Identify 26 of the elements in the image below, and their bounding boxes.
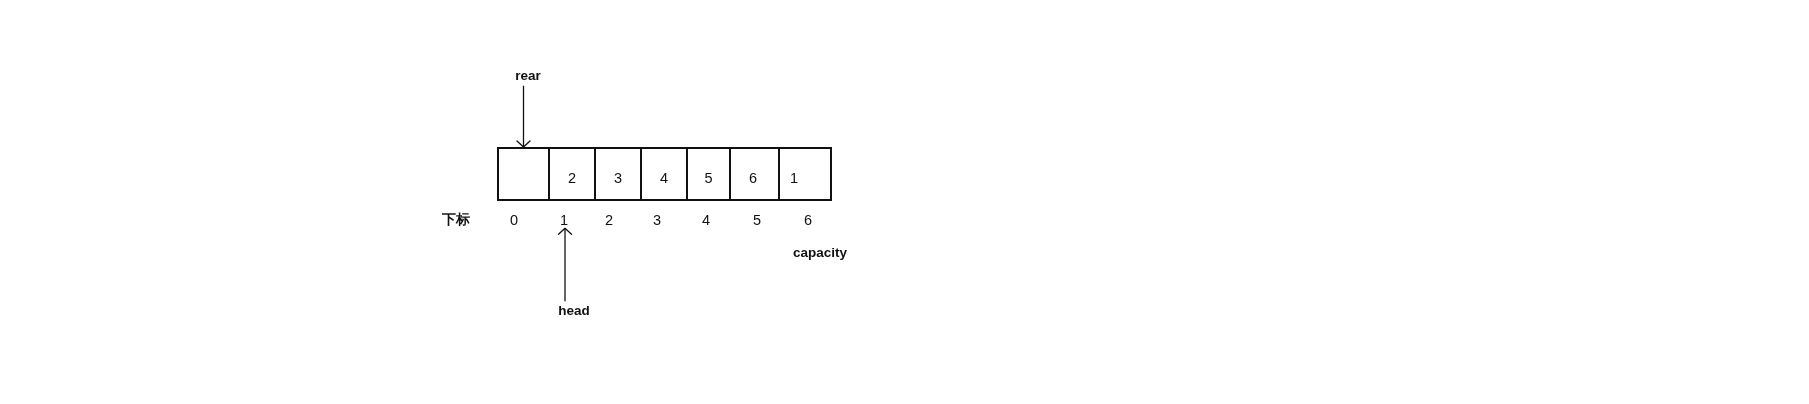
array-cell	[497, 147, 550, 201]
index-number: 0	[509, 211, 519, 229]
array-cell	[548, 147, 596, 201]
index-number: 5	[752, 211, 762, 229]
annotation-label: capacity	[793, 245, 847, 261]
cell-value: 2	[567, 169, 577, 187]
pointer-label: rear	[515, 68, 541, 84]
cell-value: 3	[613, 169, 623, 187]
cell-value: 1	[789, 169, 799, 187]
index-number: 6	[803, 211, 813, 229]
cell-value: 5	[704, 169, 713, 187]
array-cell	[640, 147, 688, 201]
cell-value: 4	[659, 169, 669, 187]
index-number: 3	[652, 211, 662, 229]
index-number: 4	[701, 211, 711, 229]
index-number: 2	[604, 211, 614, 229]
array-cell	[686, 147, 731, 201]
pointer-label: head	[558, 303, 590, 319]
array-cell	[594, 147, 642, 201]
row-heading: 下标	[442, 212, 470, 228]
arrow	[516, 85, 531, 148]
arrow	[557, 227, 573, 302]
cell-value: 6	[748, 169, 758, 187]
index-number: 1	[559, 211, 569, 229]
array-cell	[778, 147, 832, 201]
array-cell	[729, 147, 780, 201]
